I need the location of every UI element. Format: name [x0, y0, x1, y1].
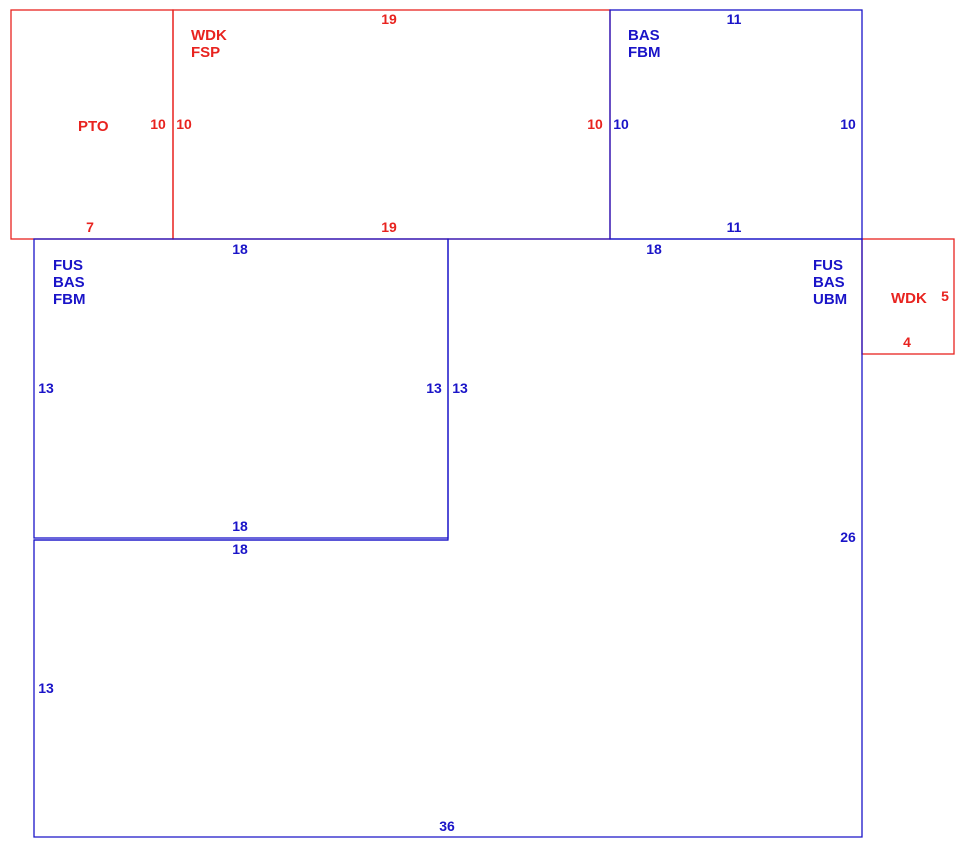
- bas-fbm-upper-code-2: FBM: [628, 44, 661, 61]
- fus-bas-ubm-dim-right: 26: [840, 529, 856, 545]
- fus-bas-fbm-code-1: FUS: [53, 257, 83, 274]
- pto-code: PTO: [78, 118, 109, 135]
- bas-fbm-upper-dim-right: 10: [840, 116, 856, 132]
- wdk-fsp-code-2: FSP: [191, 44, 220, 61]
- wdk-fsp-dim-bottom: 19: [381, 219, 397, 235]
- fus-bas-ubm-dim-top: 18: [646, 241, 662, 257]
- bas-fbm-upper-dim-bottom: 11: [727, 219, 742, 235]
- fus-bas-ubm-dim-bottom: 36: [439, 818, 455, 834]
- wdk-fsp-dim-left: 10: [176, 116, 192, 132]
- fus-bas-ubm-dim-left-inner: 13: [452, 380, 468, 396]
- fus-bas-fbm-dim-left: 13: [38, 380, 54, 396]
- wdk-small-code: WDK: [891, 290, 927, 307]
- fus-bas-fbm-code-3: FBM: [53, 291, 86, 308]
- wdk-fsp-code-1: WDK: [191, 27, 227, 44]
- wdk-small-dim-right: 5: [941, 288, 949, 304]
- pto-dim-bottom: 7: [86, 219, 94, 235]
- fus-bas-ubm-code-3: UBM: [813, 291, 847, 308]
- fus-bas-ubm-dim-bottom-inner: 18: [232, 541, 248, 557]
- fus-bas-fbm-code-2: BAS: [53, 274, 85, 291]
- fus-bas-fbm-dim-bottom: 18: [232, 518, 248, 534]
- wdk-fsp-dim-top: 19: [381, 11, 397, 27]
- fus-bas-fbm-dim-top: 18: [232, 241, 248, 257]
- bas-fbm-upper-code-1: BAS: [628, 27, 660, 44]
- fus-bas-ubm-code-1: FUS: [813, 257, 843, 274]
- fus-bas-fbm-section: [33, 238, 449, 539]
- fus-bas-ubm-code-2: BAS: [813, 274, 845, 291]
- bas-fbm-upper-dim-top: 11: [727, 11, 742, 27]
- wdk-small-dim-bottom: 4: [903, 334, 911, 350]
- pto-dim-right: 10: [150, 116, 166, 132]
- wdk-fsp-dim-right: 10: [587, 116, 603, 132]
- fus-bas-ubm-dim-left: 13: [38, 680, 54, 696]
- fus-bas-fbm-dim-right: 13: [426, 380, 442, 396]
- wdk-fsp-section: [172, 9, 611, 240]
- bas-fbm-upper-dim-left: 10: [613, 116, 629, 132]
